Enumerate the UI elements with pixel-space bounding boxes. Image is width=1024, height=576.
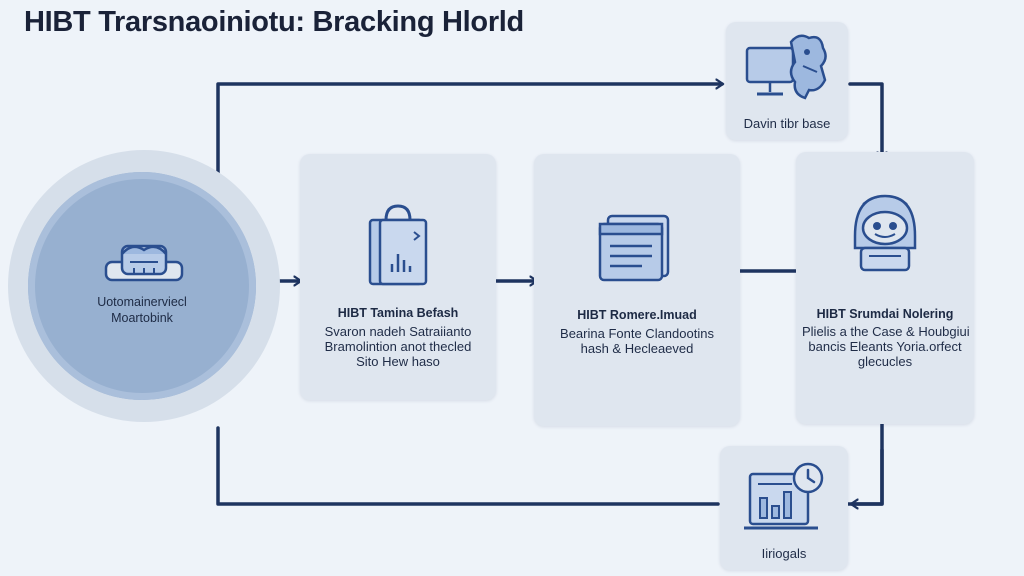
source-node (28, 172, 256, 400)
shopping-bag-chart-icon (366, 204, 430, 293)
arrow-source-to-database (216, 78, 725, 180)
arrow-database-to-step3 (848, 82, 888, 161)
step-desc-line: Svaron nadeh Satraiianto (324, 324, 472, 339)
database-node: Davin tibr base (726, 22, 848, 140)
step-desc-line: Bearina Fonte Clandootins (560, 326, 714, 341)
step-desc-line: hash & Hecleaeved (580, 341, 694, 356)
step-desc-line: Plielis a the Case & Houbgiui (802, 324, 970, 339)
document-stack-icon (598, 214, 676, 287)
step-description-3: Plielis a the Case & Houbgiui bancis Ele… (802, 324, 970, 369)
step-card-2: HIBT Romere.Imuad Bearina Fonte Clandoot… (534, 154, 740, 426)
source-label-line-1: Uotomainerviecl (97, 295, 187, 309)
step-title-1: HIBT Tamina Befash (337, 306, 459, 320)
astronaut-helmet-icon (847, 190, 923, 279)
step-desc-line: glecucles (857, 354, 913, 369)
arrow-step3-to-analytics (849, 448, 884, 510)
step-title-2: HIBT Romere.Imuad (577, 308, 697, 322)
analytics-clock-icon (742, 460, 826, 541)
analytics-node: Iiriogals (720, 446, 848, 570)
database-node-label: Davin tibr base (743, 116, 831, 131)
step-description-2: Bearina Fonte Clandootins hash & Hecleae… (540, 326, 734, 356)
step-title-3: HIBT Srumdai Nolering (816, 307, 954, 321)
step-description-1: Svaron nadeh Satraiianto Bramolintion an… (306, 324, 490, 369)
analytics-node-label: Iiriogals (761, 546, 807, 561)
source-label-line-2: Moartobink (111, 311, 173, 325)
arrow-analytics-to-step3 (846, 409, 888, 506)
step-card-1: HIBT Tamina Befash Svaron nadeh Satraiia… (300, 154, 496, 400)
diagram-title: HIBT Trarsnaoiniotu: Bracking Hlorld (24, 6, 524, 38)
step-desc-line: Sito Hew haso (356, 354, 440, 369)
step-card-3: HIBT Srumdai Nolering Plielis a the Case… (796, 152, 974, 424)
step-desc-line: bancis Eleants Yoria.orfect (808, 339, 962, 354)
storage-device-icon (104, 238, 184, 289)
source-node-label: Uotomainerviecl Moartobink (40, 294, 244, 326)
line-source-to-analytics (216, 426, 720, 506)
step-desc-line: Bramolintion anot thecled (324, 339, 472, 354)
computer-monitor-icon (743, 32, 831, 111)
